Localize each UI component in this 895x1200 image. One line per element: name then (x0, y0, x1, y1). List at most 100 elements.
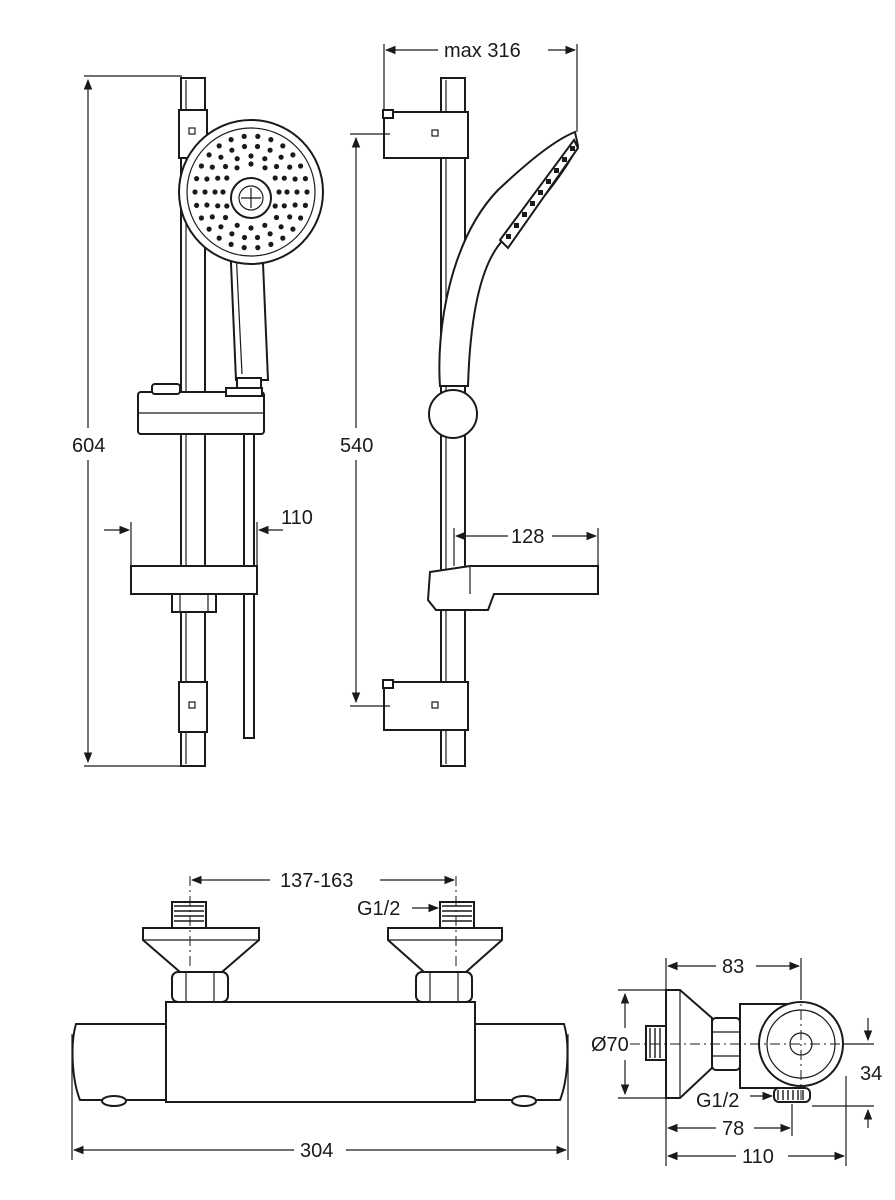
spray-nozzle (302, 202, 308, 208)
spray-nozzle (276, 189, 282, 195)
dim-side-total-depth: 110 (742, 1146, 774, 1168)
spray-nozzle (215, 175, 221, 181)
spray-nozzle (198, 163, 204, 169)
side-nozzle (530, 201, 535, 206)
spray-nozzle (234, 222, 240, 228)
dim-soap-dish-depth: 110 (281, 507, 313, 529)
side-nozzle (522, 212, 527, 217)
spray-nozzle (290, 226, 296, 232)
spray-nozzle (222, 214, 229, 221)
spray-nozzle (290, 152, 296, 158)
spray-nozzle (262, 222, 268, 228)
spray-nozzle (209, 164, 215, 170)
spray-nozzle (241, 143, 248, 150)
spray-nozzle (280, 235, 286, 241)
spray-nozzle (241, 245, 247, 251)
spray-nozzle (220, 189, 226, 195)
spray-nozzle (278, 224, 284, 230)
dim-side-depth: 83 (722, 956, 744, 978)
side-view-shower-rail: max 316 540 128 (340, 40, 599, 767)
side-nozzle (546, 179, 551, 184)
spray-nozzle (229, 147, 235, 153)
side-nozzle (514, 223, 519, 228)
spray-nozzle (281, 203, 287, 209)
side-nozzle (570, 146, 575, 151)
spray-nozzle (212, 189, 218, 195)
side-nozzle (554, 168, 559, 173)
dim-flange-diameter: Ø70 (591, 1034, 629, 1056)
spray-nozzle (241, 133, 247, 139)
spray-nozzle (267, 147, 273, 153)
dim-outlet-offset: 78 (722, 1118, 744, 1140)
spray-nozzle (206, 152, 212, 158)
dim-valve-length: 304 (300, 1140, 333, 1162)
spray-nozzle (268, 137, 274, 143)
spray-nozzle (218, 224, 224, 230)
side-nozzle (506, 234, 511, 239)
spray-nozzle (254, 234, 261, 241)
spray-nozzle (234, 156, 240, 162)
front-view-thermostat: 137-163 G1/2 304 (71, 870, 569, 1162)
dim-bracket-spacing: 540 (340, 435, 373, 457)
spray-nozzle (262, 156, 268, 162)
spray-nozzle (248, 161, 254, 167)
front-view-shower-rail: 604 110 (72, 75, 324, 767)
spray-nozzle (273, 163, 280, 170)
dim-inlet-thread: G1/2 (357, 898, 400, 920)
spray-nozzle (281, 175, 287, 181)
side-nozzle (562, 157, 567, 162)
spray-nozzle (294, 189, 300, 195)
spray-nozzle (216, 143, 222, 149)
spray-nozzle (229, 231, 235, 237)
spray-nozzle (272, 175, 278, 181)
spray-nozzle (228, 137, 234, 143)
spray-nozzle (224, 203, 230, 209)
spray-nozzle (209, 214, 215, 220)
spray-nozzle (292, 176, 298, 182)
side-view-thermostat: 83 Ø70 34 G1/2 78 110 (591, 956, 882, 1168)
spray-nozzle (198, 215, 204, 221)
spray-nozzle (234, 165, 240, 171)
side-nozzles (506, 146, 575, 239)
spray-nozzle (292, 202, 298, 208)
spray-nozzle (255, 133, 261, 139)
spray-nozzle (228, 241, 234, 247)
spray-nozzle (273, 214, 280, 221)
spray-nozzle (218, 154, 224, 160)
spray-nozzle (222, 163, 229, 170)
spray-nozzle (267, 231, 273, 237)
spray-nozzle (224, 175, 230, 181)
spray-nozzle (206, 226, 212, 232)
spray-nozzle (272, 203, 278, 209)
spray-nozzle (304, 189, 310, 195)
spray-nozzle (248, 153, 254, 159)
dim-outlet-thread: G1/2 (696, 1090, 739, 1112)
side-nozzle (538, 190, 543, 195)
spray-nozzle (202, 189, 208, 195)
dim-inlet-spacing: 137-163 (280, 870, 353, 892)
spray-nozzle (216, 235, 222, 241)
spray-nozzle (192, 189, 198, 195)
dim-outlet-height: 34 (860, 1063, 882, 1085)
dim-rail-height: 604 (72, 435, 105, 457)
spray-nozzle (215, 203, 221, 209)
spray-nozzle (248, 225, 254, 231)
spray-nozzle (284, 189, 290, 195)
spray-nozzle (194, 202, 200, 208)
spray-nozzle (298, 215, 304, 221)
spray-nozzle (255, 245, 261, 251)
spray-nozzle (254, 143, 261, 150)
spray-nozzle (268, 241, 274, 247)
spray-nozzle (298, 163, 304, 169)
spray-nozzle (262, 165, 268, 171)
spray-nozzle (287, 164, 293, 170)
spray-nozzles (192, 133, 310, 251)
spray-nozzle (280, 143, 286, 149)
spray-nozzle (204, 202, 210, 208)
dim-soap-dish-width: 128 (511, 526, 544, 548)
spray-nozzle (302, 176, 308, 182)
spray-nozzle (241, 234, 248, 241)
spray-nozzle (278, 154, 284, 160)
dim-max-projection: max 316 (444, 40, 521, 62)
